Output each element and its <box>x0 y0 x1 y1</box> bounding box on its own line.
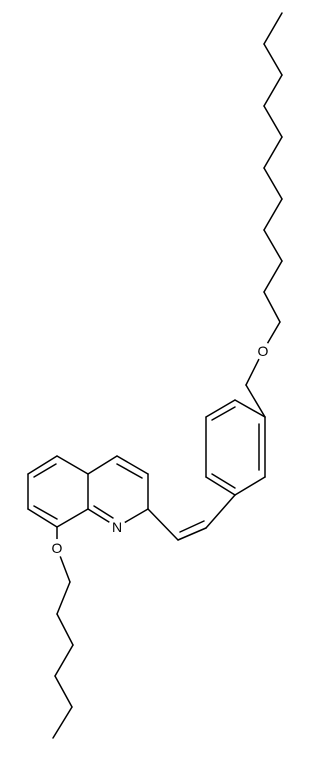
bond <box>211 473 236 489</box>
bond <box>205 476 236 496</box>
bond <box>263 198 283 231</box>
bond <box>234 476 266 496</box>
bond <box>56 581 71 615</box>
bond <box>263 167 283 200</box>
bond <box>54 675 73 708</box>
bond <box>147 508 179 541</box>
bond <box>263 43 283 76</box>
bond <box>263 291 281 323</box>
bond <box>54 644 74 677</box>
atom-background <box>108 518 126 536</box>
bond <box>52 706 73 739</box>
undecyloxy-chain <box>262 12 283 352</box>
bond <box>56 455 89 475</box>
bond <box>263 74 283 107</box>
atom-o-top: O <box>254 342 272 360</box>
bond <box>263 260 283 293</box>
bond <box>263 229 283 262</box>
bond <box>205 399 236 418</box>
bond <box>56 613 74 646</box>
quinoline-ring <box>27 455 149 549</box>
bond <box>263 12 283 45</box>
bond <box>263 136 283 169</box>
nitrogen-label: N <box>112 519 122 535</box>
hexyloxy-chain <box>52 547 74 739</box>
atom-n: N <box>108 518 126 536</box>
oxygen-label-top: O <box>258 343 269 359</box>
bond <box>177 527 207 541</box>
bond <box>93 505 114 519</box>
vinylene-linker <box>147 494 236 541</box>
bond <box>205 494 236 529</box>
bond <box>27 508 58 528</box>
bond <box>33 463 57 478</box>
structure-canvas: O N O <box>27 12 283 739</box>
bond <box>211 406 236 421</box>
benzene-ring <box>205 350 266 496</box>
bond <box>263 105 283 138</box>
atom-background <box>48 539 66 557</box>
bond <box>179 520 205 533</box>
bond <box>56 508 89 528</box>
bond <box>234 399 266 418</box>
bond <box>87 455 118 475</box>
bond <box>116 463 143 479</box>
bond <box>33 505 58 520</box>
atom-background <box>254 342 272 360</box>
atom-o-bottom: O <box>48 539 66 557</box>
molecule-diagram: O N O <box>27 12 283 739</box>
bond <box>27 455 58 475</box>
oxygen-label-bottom: O <box>52 540 63 556</box>
bond <box>245 384 266 418</box>
bond <box>116 455 149 475</box>
